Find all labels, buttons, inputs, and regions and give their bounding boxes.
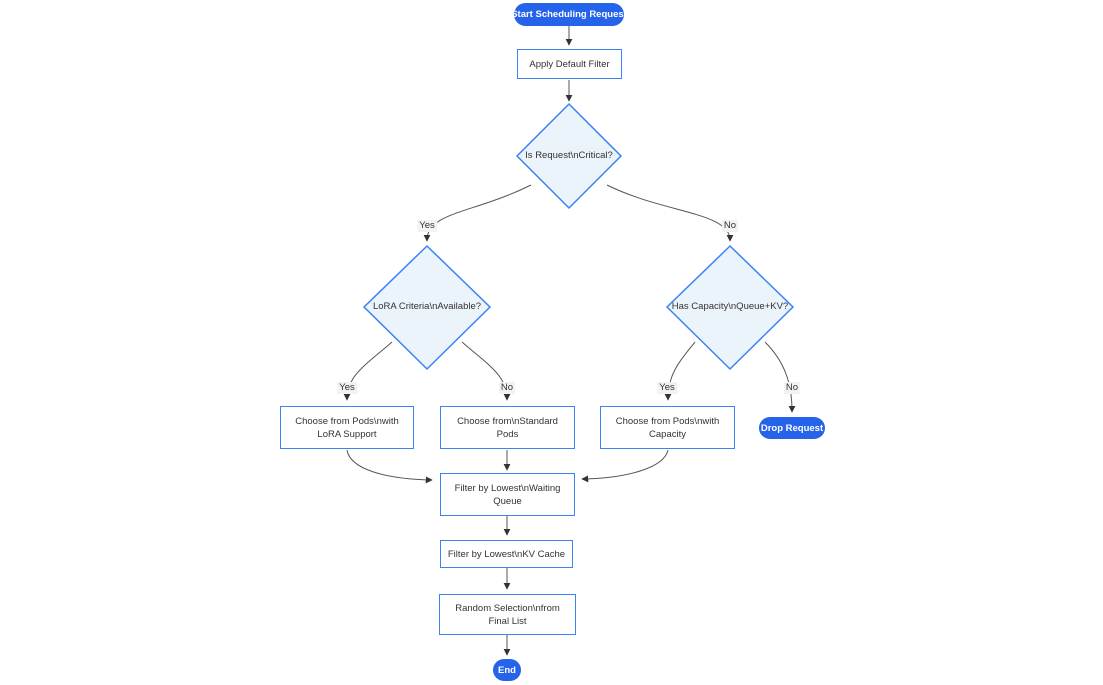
node-drop-request: Drop Request [759,417,825,439]
node-filter-kv-cache-label: Filter by Lowest\nKV Cache [447,548,566,560]
node-choose-capacity-pods-line2: Capacity [649,428,686,440]
node-choose-lora-pods: Choose from Pods\nwith LoRA Support [280,406,414,449]
decision-is-request-critical [515,102,623,210]
node-choose-lora-pods-line1: Choose from Pods\nwith [295,415,399,427]
node-choose-capacity-pods-line1: Choose from Pods\nwith [615,415,720,427]
node-choose-standard-pods-line1: Choose from\nStandard [457,415,558,427]
edge-choose-capacity-to-filter-queue [581,449,669,483]
edge-choose-lora-to-filter-queue [346,449,433,484]
decision-has-capacity [665,244,795,371]
node-apply-default-filter: Apply Default Filter [517,49,622,79]
node-choose-standard-pods: Choose from\nStandard Pods [440,406,575,449]
edge-capacity-no-to-drop [764,341,796,413]
node-end: End [493,659,521,681]
edge-label-lora-no: No [498,382,516,394]
node-drop-request-label: Drop Request [760,422,824,434]
node-filter-kv-cache: Filter by Lowest\nKV Cache [440,540,573,568]
node-random-selection-line1: Random Selection\nfrom [455,602,560,614]
node-choose-standard-pods-line2: Pods [496,428,519,440]
node-filter-waiting-queue: Filter by Lowest\nWaiting Queue [440,473,575,516]
edge-label-lora-yes: Yes [337,382,357,394]
node-choose-capacity-pods: Choose from Pods\nwith Capacity [600,406,735,449]
edge-label-capacity-no: No [783,382,801,394]
edge-label-capacity-yes: Yes [657,382,677,394]
node-start: Start Scheduling Request [511,3,627,26]
node-filter-waiting-queue-line1: Filter by Lowest\nWaiting [454,482,561,494]
decision-lora-criteria-available [362,244,492,371]
node-random-selection: Random Selection\nfrom Final List [439,594,576,635]
node-random-selection-line2: Final List [488,615,527,627]
edge-critical-yes-to-lora [423,184,532,242]
edge-label-critical-yes: Yes [417,220,437,232]
node-start-label: Start Scheduling Request [511,9,627,20]
node-end-label: End [498,664,516,676]
edge-critical-no-to-capacity [606,184,734,242]
node-apply-default-filter-label: Apply Default Filter [529,58,610,70]
node-filter-waiting-queue-line2: Queue [493,495,522,507]
edge-label-critical-no: No [721,220,739,232]
node-choose-lora-pods-line2: LoRA Support [317,428,377,440]
